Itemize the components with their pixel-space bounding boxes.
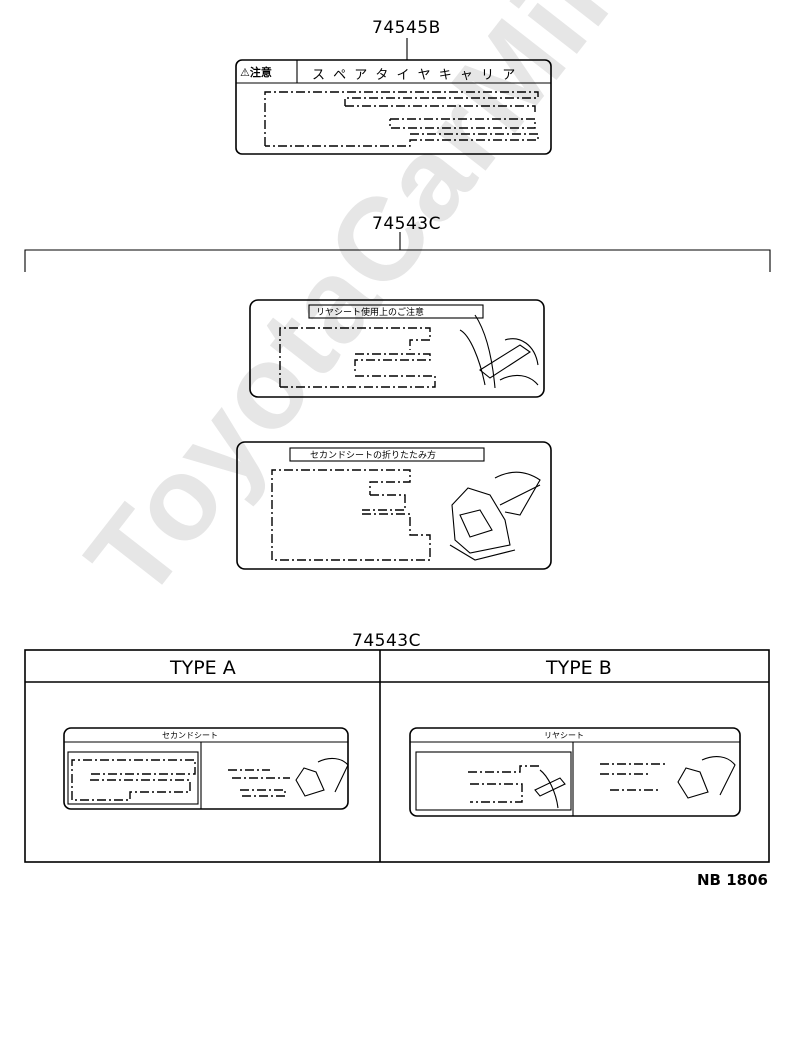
text-block <box>354 353 431 372</box>
label-second-seat-title-box <box>289 447 485 462</box>
type-a-label-header: セカンドシート <box>162 731 218 740</box>
text-block <box>264 91 539 146</box>
text-block <box>389 118 536 129</box>
type-a-heading: TYPE A <box>170 657 236 679</box>
part-number-74543c: 74543C <box>372 214 441 234</box>
label-second-seat-outline <box>236 441 552 570</box>
label-74545b-outline <box>235 59 552 155</box>
type-b-label-outline <box>409 727 741 817</box>
label-rear-seat-outline <box>249 299 545 398</box>
text-block <box>279 327 431 387</box>
type-a-label-outline <box>63 727 349 810</box>
text-block <box>72 779 191 801</box>
text-block <box>272 513 431 561</box>
label-rear-seat-title: リヤシート使用上のご注意 <box>316 308 425 318</box>
type-b-belt-illustration <box>534 769 566 809</box>
label-rear-seat-title-box <box>308 304 484 319</box>
text-block <box>271 469 411 560</box>
text-block <box>240 789 286 797</box>
type-b-heading: TYPE B <box>546 657 612 679</box>
part-number-74545b: 74545B <box>372 18 441 38</box>
seatbelt-illustration <box>459 314 539 389</box>
type-a-left-panel <box>67 751 199 805</box>
text-block <box>265 133 539 147</box>
seat-illustration <box>449 471 541 561</box>
text-block <box>280 375 436 388</box>
type-b-label-header: リヤシート <box>544 731 584 740</box>
text-block <box>468 765 540 773</box>
type-b-seat-illustration <box>677 756 736 799</box>
label-second-seat-title: セカンドシートの折りたたみ方 <box>310 451 437 461</box>
bracket <box>24 249 771 272</box>
text-block <box>362 494 406 511</box>
text-block <box>345 105 536 115</box>
part-number-74543c-table: 74543C <box>352 631 421 651</box>
type-table-outline <box>24 649 770 863</box>
label-74545b-title: ス ペ ア タ イ ヤ キ ャ リ ア <box>312 68 518 83</box>
reference-code: NB 1806 <box>697 871 768 889</box>
caution-mark: ⚠注意 <box>240 66 272 79</box>
type-a-seat-illustration <box>295 757 349 797</box>
type-b-left-panel <box>415 751 572 811</box>
text-block <box>470 783 523 803</box>
text-block <box>71 759 196 800</box>
